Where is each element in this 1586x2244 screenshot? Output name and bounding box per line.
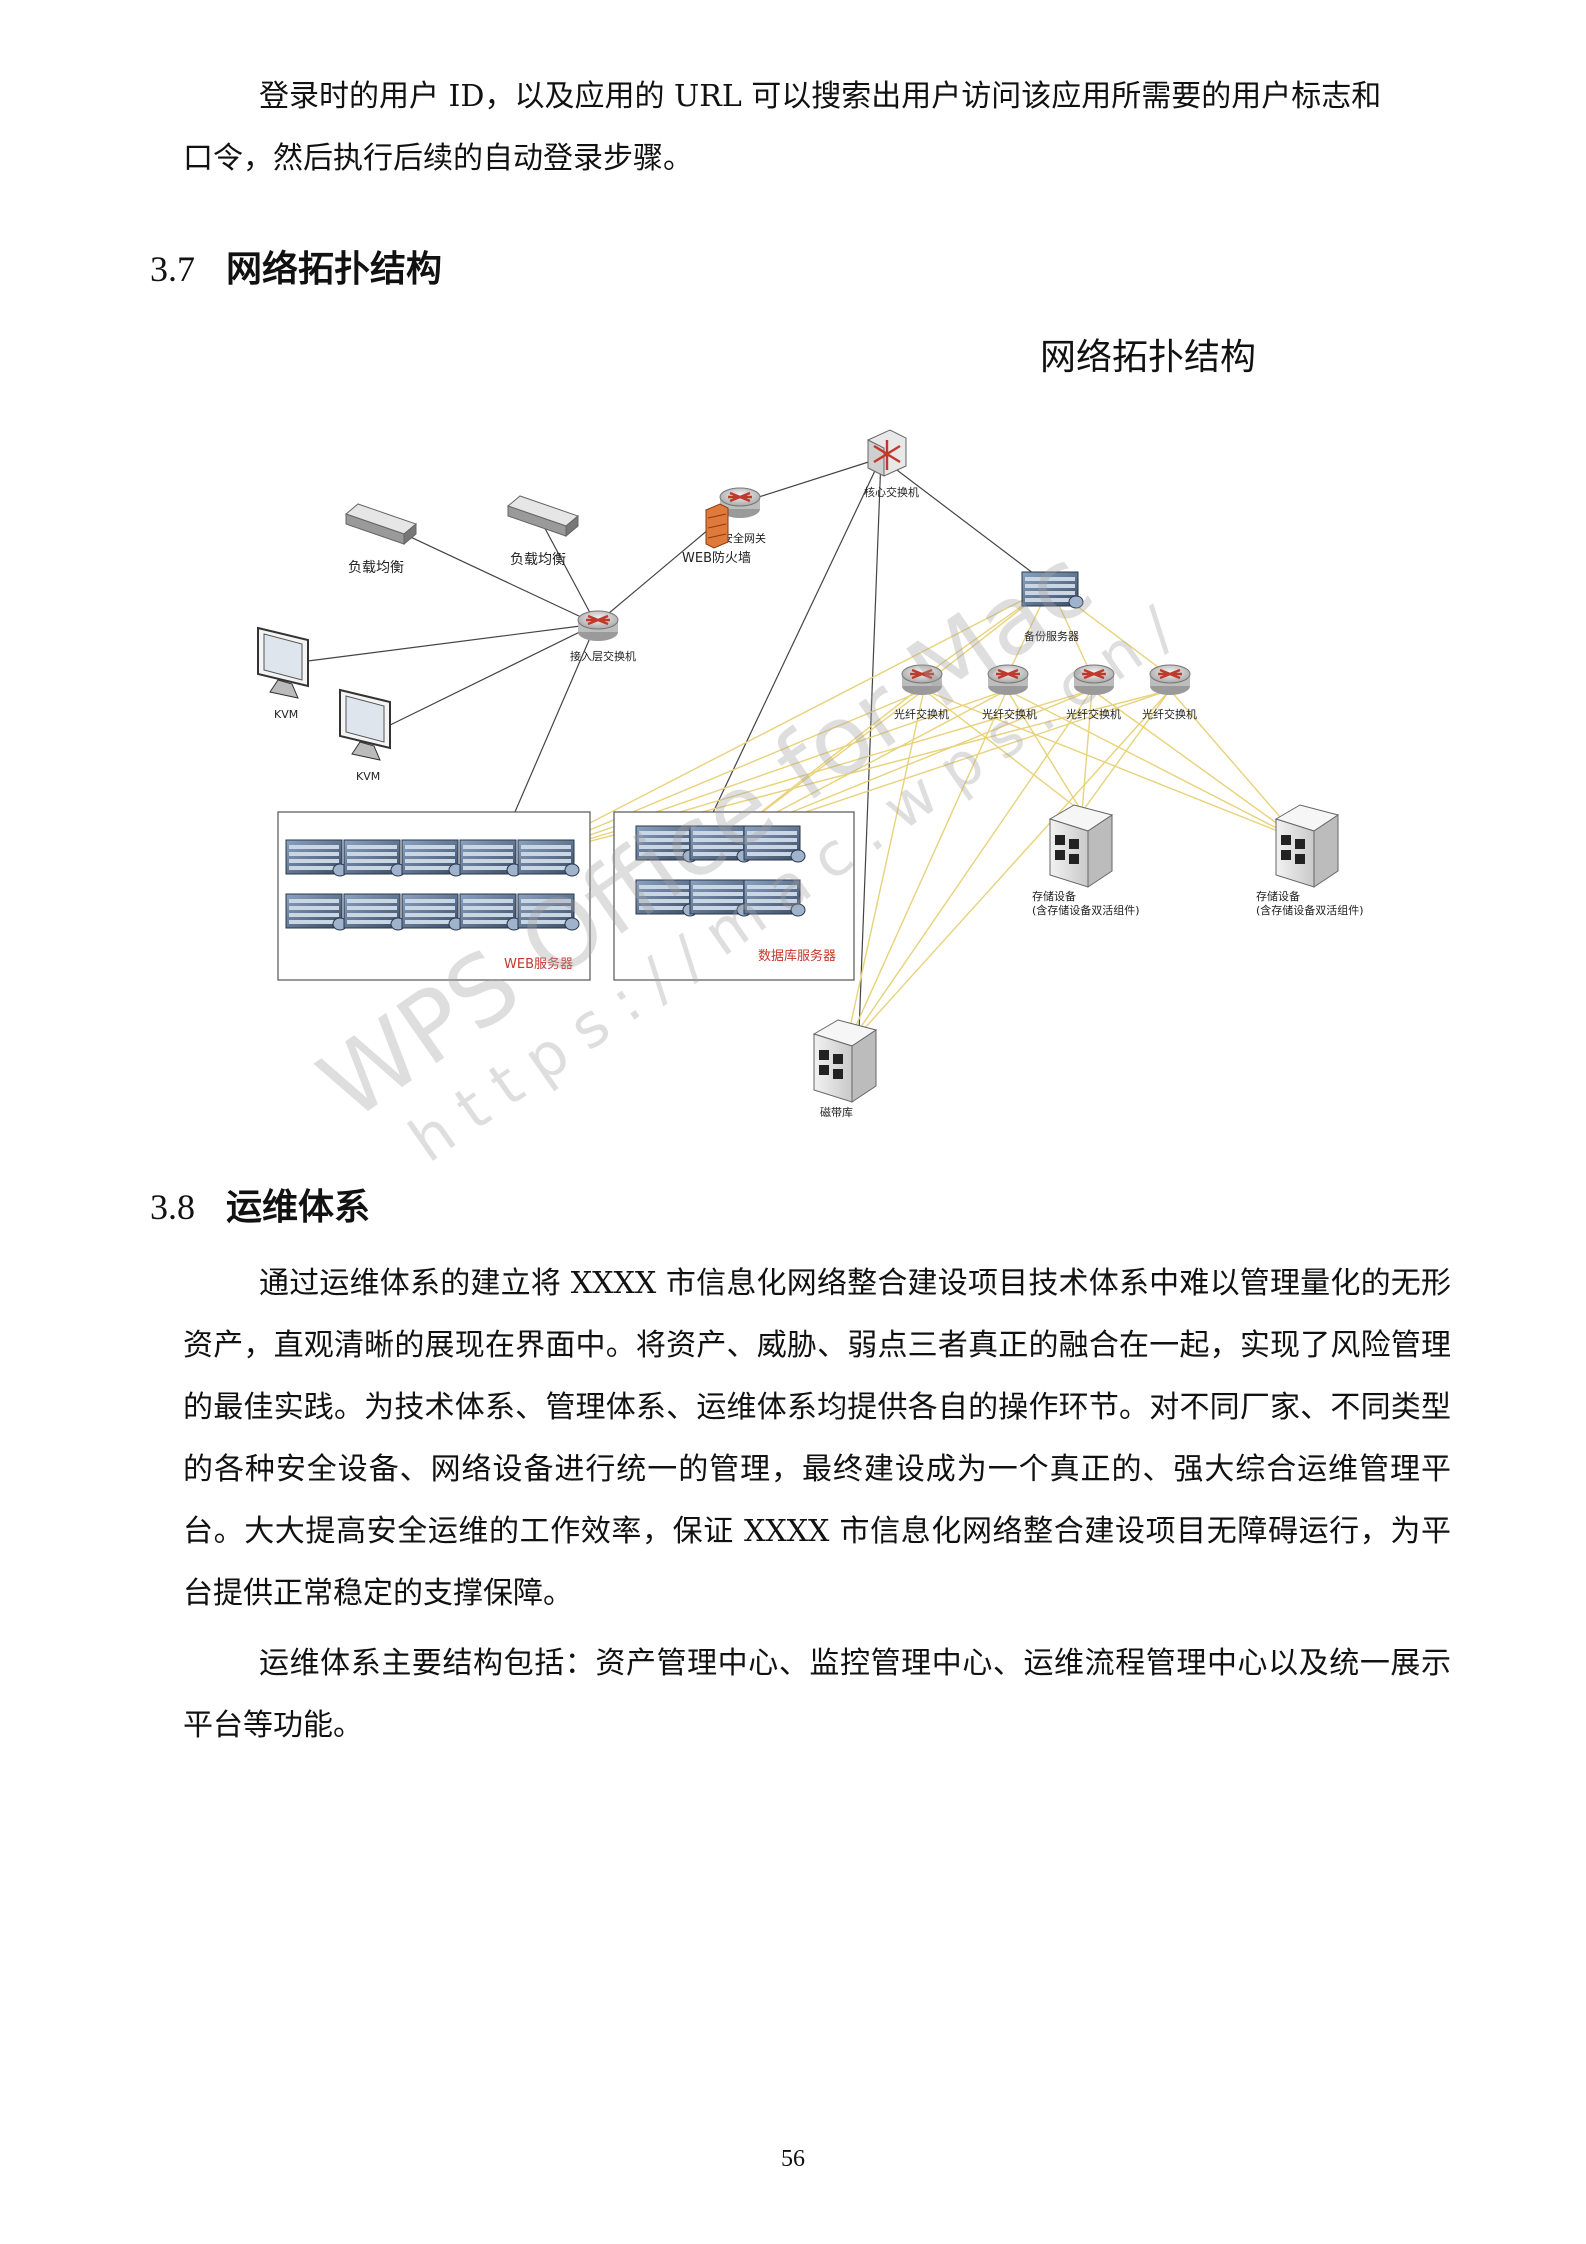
tape-library-label: 磁带库 (820, 1106, 853, 1119)
backup-server-node: 备份服务器 (1021, 571, 1084, 643)
section-title: 网络拓扑结构 (226, 248, 443, 290)
section-heading-3-8: 3.8 运维体系 (150, 1178, 370, 1230)
kvm-node-1: KVM (257, 627, 309, 721)
storage-device-desc-2: (含存储设备双活组件) (1256, 903, 1364, 917)
storage-device-name-2: 存储设备 (1256, 889, 1300, 903)
access-switch-node: 接入层交换机 (570, 609, 636, 663)
web-firewall-label: WEB防火墙 (682, 550, 751, 566)
web-server-group-label: WEB服务器 (504, 956, 573, 972)
load-balancer-label-1: 负载均衡 (348, 560, 404, 576)
storage-device-node-2: 存储设备 (含存储设备双活组件) (1256, 804, 1364, 917)
security-gateway-node: 安全网关 (718, 486, 766, 545)
fiber-switch-label-3: 光纤交换机 (1066, 707, 1121, 721)
fiber-switch-label-1: 光纤交换机 (894, 707, 949, 721)
body-paragraph-1: 通过运维体系的建立将 XXXX 市信息化网络整合建设项目技术体系中难以管理量化的… (183, 1266, 1451, 1611)
db-server-group: 数据库服务器 (613, 811, 855, 981)
fiber-switch-node-2: 光纤交换机 (982, 663, 1037, 721)
db-server-group-label: 数据库服务器 (758, 948, 836, 964)
fiber-switch-label-4: 光纤交换机 (1142, 707, 1197, 721)
section-heading-3-7: 3.7 网络拓扑结构 (150, 240, 442, 292)
access-switch-label: 接入层交换机 (570, 649, 636, 663)
load-balancer-label-2: 负载均衡 (510, 552, 566, 568)
storage-device-desc-1: (含存储设备双活组件) (1032, 903, 1140, 917)
kvm-node-2: KVM (339, 689, 391, 783)
core-switch-node: 核心交换机 (864, 429, 919, 499)
body-paragraph-2: 运维体系主要结构包括：资产管理中心、监控管理中心、运维流程管理中心以及统一展示平… (183, 1646, 1451, 1743)
core-switch-label: 核心交换机 (864, 485, 919, 499)
section-title: 运维体系 (226, 1186, 371, 1228)
fiber-switch-node-3: 光纤交换机 (1066, 663, 1121, 721)
web-firewall-node: WEB防火墙 (682, 503, 751, 566)
kvm-label-2: KVM (356, 770, 380, 783)
fiber-switch-label-2: 光纤交换机 (982, 707, 1037, 721)
intro-line-2: 口令，然后执行后续的自动登录步骤。 (183, 141, 693, 176)
fiber-switch-node-4: 光纤交换机 (1142, 663, 1197, 721)
load-balancer-node-2: 负载均衡 (507, 495, 579, 568)
kvm-label-1: KVM (274, 708, 298, 721)
load-balancer-node-1: 负载均衡 (345, 503, 417, 576)
tape-library-node: 磁带库 (813, 1019, 877, 1119)
section-number: 3.8 (150, 1187, 195, 1227)
web-server-group: WEB服务器 (277, 811, 591, 981)
page-number: 56 (781, 2146, 805, 2172)
section-number: 3.7 (150, 249, 195, 289)
security-gateway-label: 安全网关 (722, 531, 766, 545)
backup-server-label: 备份服务器 (1024, 629, 1079, 643)
figure-title: 网络拓扑结构 (1040, 337, 1257, 378)
fiber-switch-node-1: 光纤交换机 (894, 663, 949, 721)
storage-device-name-1: 存储设备 (1032, 889, 1076, 903)
storage-device-node-1: 存储设备 (含存储设备双活组件) (1032, 804, 1140, 917)
network-topology-diagram: 核心交换机 安全网关 WEB防火墙 负载均衡 负载均衡 接入层交换机 KVM K… (257, 429, 1364, 1119)
intro-line-1: 登录时的用户 ID，以及应用的 URL 可以搜索出用户访问该应用所需要的用户标志… (259, 79, 1382, 114)
